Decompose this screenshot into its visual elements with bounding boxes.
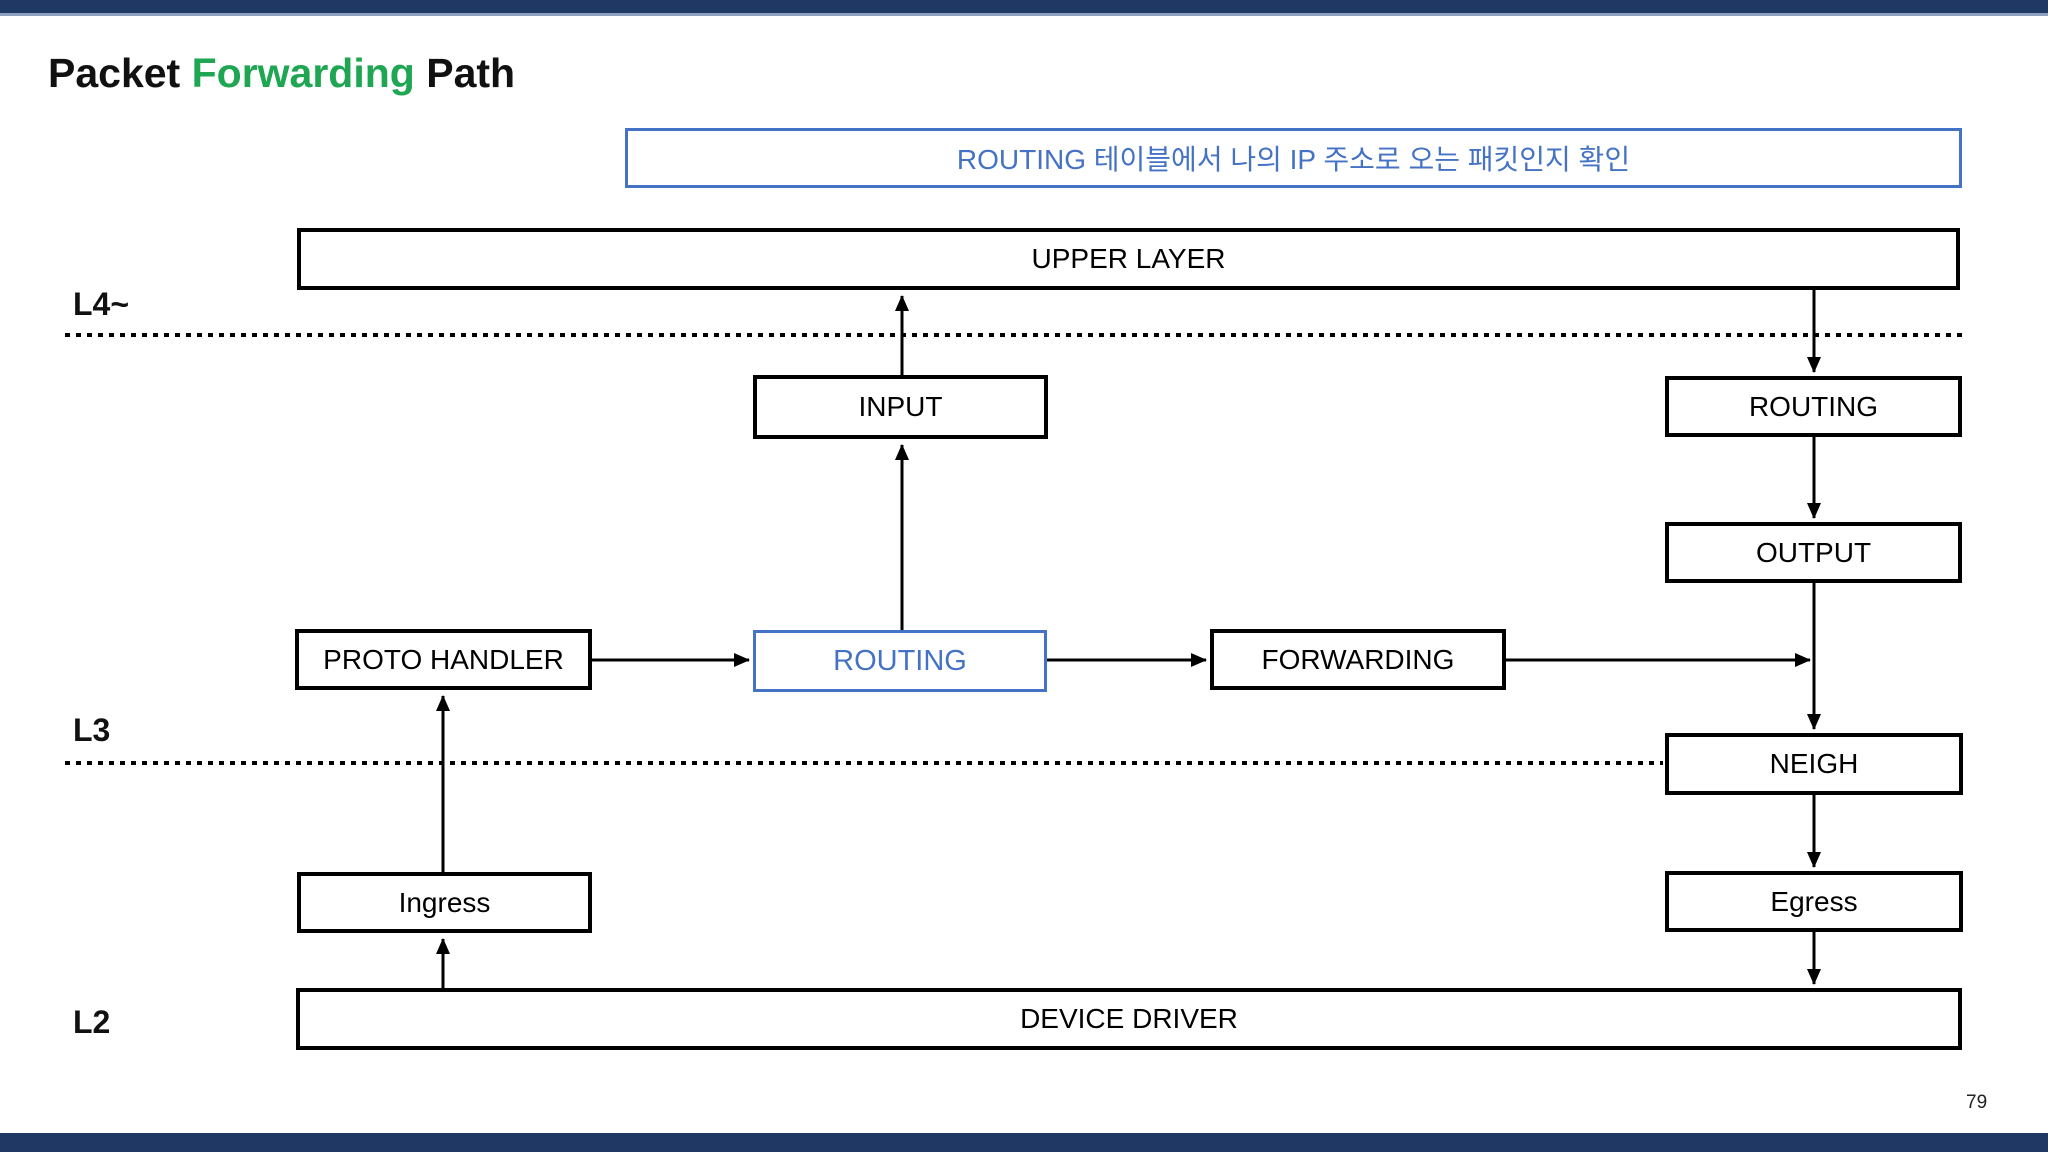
node-upper-layer-label: UPPER LAYER (1031, 243, 1226, 274)
node-egress: Egress (1665, 871, 1963, 932)
callout-text: ROUTING 테이블에서 나의 IP 주소로 오는 패킷인지 확인 (956, 144, 1631, 175)
layer-label-l3: L3 (73, 712, 111, 748)
node-input-label: INPUT (858, 391, 943, 422)
node-ingress-label: Ingress (398, 886, 491, 918)
node-egress-label: Egress (1770, 885, 1858, 917)
node-input: INPUT (753, 375, 1048, 439)
top-accent-underline (0, 13, 2048, 16)
layer-divider-l4 (65, 333, 1962, 337)
layer-divider-l3 (65, 761, 1663, 765)
node-output: OUTPUT (1665, 522, 1962, 583)
layer-label-l2: L2 (73, 1004, 111, 1040)
node-proto-handler-label: PROTO HANDLER (323, 643, 564, 675)
node-upper-layer: UPPER LAYER (297, 228, 1960, 290)
node-proto-handler: PROTO HANDLER (295, 629, 592, 690)
node-forwarding: FORWARDING (1210, 629, 1506, 690)
node-neigh: NEIGH (1665, 733, 1963, 795)
node-neigh-label: NEIGH (1769, 748, 1859, 779)
title-prefix: Packet (48, 50, 192, 96)
node-routing-center: ROUTING (753, 630, 1047, 692)
callout-box: ROUTING 테이블에서 나의 IP 주소로 오는 패킷인지 확인 (625, 128, 1962, 188)
title-suffix: Path (414, 50, 516, 96)
layer-label-l4: L4~ (73, 286, 130, 322)
title-highlight: Forwarding (191, 50, 415, 96)
node-ingress: Ingress (297, 872, 592, 933)
node-routing-center-label: ROUTING (833, 644, 967, 677)
node-routing-right-label: ROUTING (1748, 390, 1879, 422)
node-device-driver-label: DEVICE DRIVER (1020, 1003, 1238, 1034)
top-accent-bar (0, 0, 2048, 13)
bottom-accent-bar (0, 1133, 2048, 1152)
page-number: 79 (1966, 1092, 1988, 1113)
node-output-label: OUTPUT (1755, 536, 1872, 568)
page-title: Packet Forwarding Path (48, 50, 515, 97)
node-device-driver: DEVICE DRIVER (296, 988, 1962, 1050)
node-forwarding-label: FORWARDING (1261, 643, 1455, 675)
node-routing-right: ROUTING (1665, 376, 1962, 437)
